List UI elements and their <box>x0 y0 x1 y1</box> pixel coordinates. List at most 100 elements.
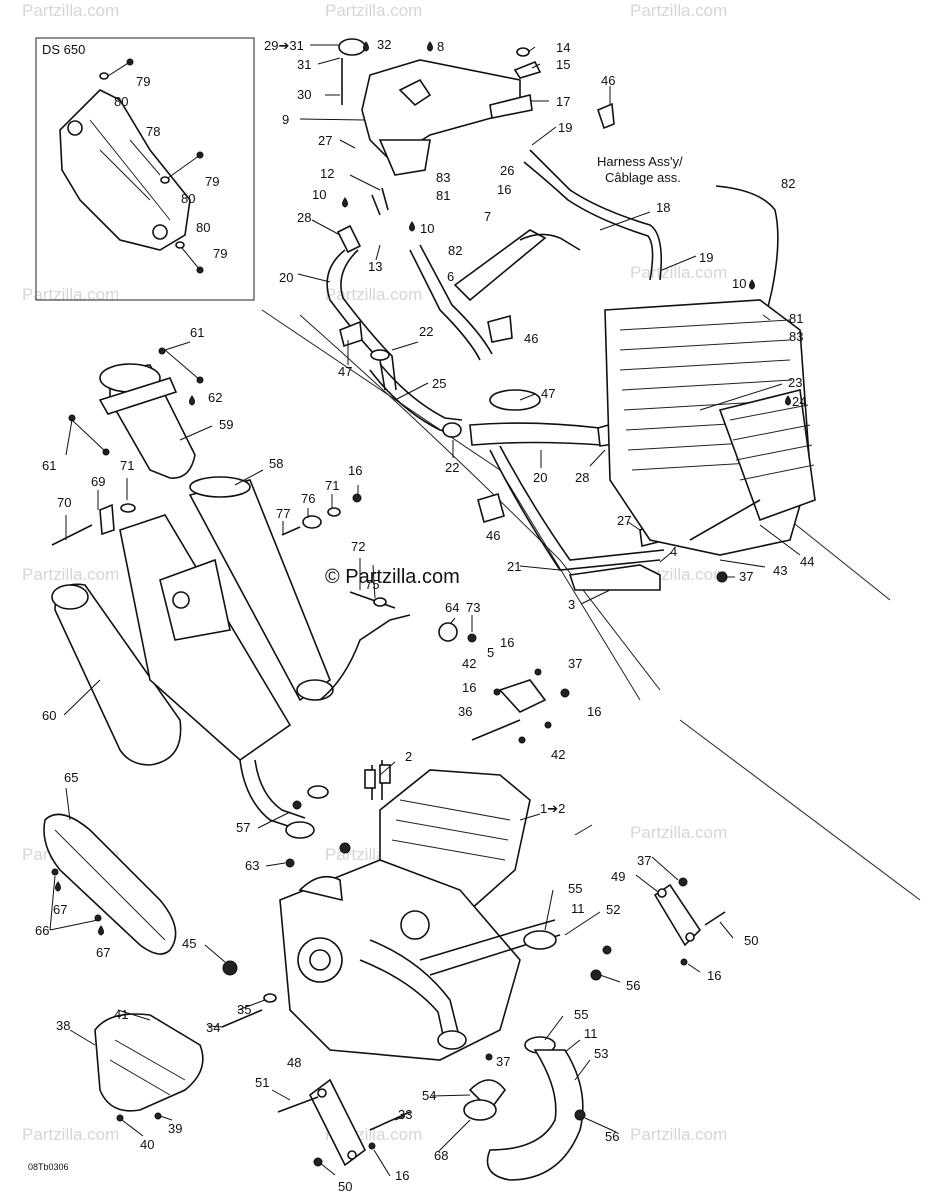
callout-81: 81 <box>436 188 450 203</box>
callout-50: 50 <box>744 933 758 948</box>
spring-tube <box>319 614 411 701</box>
callout-27: 27 <box>318 133 332 148</box>
callout-16: 16 <box>707 968 721 983</box>
drop-icon <box>55 881 61 892</box>
nut-73 <box>467 633 477 643</box>
shield-mount-hole <box>67 120 83 136</box>
screw-66 <box>94 914 102 922</box>
callout-11: 11 <box>584 1026 598 1041</box>
crankcase <box>279 859 521 1061</box>
washer-71 <box>327 507 341 517</box>
callout-7: 7 <box>484 209 491 224</box>
callout-81: 81 <box>789 311 803 326</box>
callout-78: 78 <box>146 124 160 139</box>
spring-56 <box>590 969 602 981</box>
callout-42: 42 <box>551 747 565 762</box>
nut-16 <box>352 493 362 503</box>
callout-19: 19 <box>558 120 572 135</box>
callout-16: 16 <box>500 635 514 650</box>
bracket-hole <box>172 591 190 609</box>
washer-80 <box>160 176 170 184</box>
bracket-plate <box>308 1078 367 1167</box>
leader-lines <box>49 44 801 1177</box>
callout-12: 12 <box>320 166 334 181</box>
overflow-tube-82 <box>715 185 779 321</box>
screw-66 <box>51 868 59 876</box>
rib <box>298 875 343 902</box>
clamp-22 <box>370 349 390 361</box>
drop-symbols <box>55 41 791 936</box>
gasket-55 <box>523 930 557 950</box>
callout-19: 19 <box>699 250 713 265</box>
callout-62: 62 <box>208 390 222 405</box>
washer-35 <box>263 993 277 1003</box>
callout-79: 79 <box>213 246 227 261</box>
callout-1-2: 1➔2 <box>540 801 565 816</box>
watermark: Partzilla.com <box>22 1 119 20</box>
inset-title: DS 650 <box>42 42 85 57</box>
callout-61: 61 <box>42 458 56 473</box>
bushing-77 <box>281 526 301 536</box>
callout-70: 70 <box>57 495 71 510</box>
bolt-70 <box>51 524 93 546</box>
bolt-44 <box>689 499 761 541</box>
callout-51: 51 <box>255 1075 269 1090</box>
callout-44: 44 <box>800 554 814 569</box>
nut-37 <box>678 877 688 887</box>
callout-71: 71 <box>325 478 339 493</box>
callout-14: 14 <box>556 40 570 55</box>
drop-icon <box>342 197 348 208</box>
tie-46 <box>477 492 505 524</box>
hose-mid <box>409 249 481 361</box>
tie-46 <box>597 102 615 130</box>
callout-37: 37 <box>739 569 753 584</box>
filler-neck <box>398 78 432 107</box>
washer-80 <box>175 241 185 249</box>
band-68 <box>463 1099 497 1121</box>
coolant-reservoir-assembly <box>326 38 779 591</box>
header-outlet <box>437 1030 467 1050</box>
callout-39: 39 <box>168 1121 182 1136</box>
thermostat-housing-6 <box>453 229 547 302</box>
callout-10: 10 <box>312 187 326 202</box>
watermark: Partzilla.com <box>630 823 727 842</box>
drop-icon <box>98 925 104 936</box>
callout-33: 33 <box>398 1107 412 1122</box>
watermark: Partzilla.com <box>325 1 422 20</box>
callout-29-31: 29➔31 <box>264 38 304 53</box>
callout-82: 82 <box>781 176 795 191</box>
callout-54: 54 <box>422 1088 436 1103</box>
callout-80: 80 <box>181 191 195 206</box>
callout-82: 82 <box>448 243 462 258</box>
clamp-54 <box>468 1079 507 1112</box>
callout-16: 16 <box>395 1168 409 1183</box>
washer-75 <box>373 597 387 607</box>
spark-plug-body <box>364 769 376 789</box>
bolt-34 <box>221 1009 263 1028</box>
pad-17 <box>489 94 533 119</box>
nut-37 <box>485 1053 493 1061</box>
callout-75: 75 <box>365 577 379 592</box>
callout-labels: 29➔31 31 32 8 14 15 46 30 17 9 19 27 Har… <box>35 37 814 1194</box>
watermark: Partzilla.com <box>22 285 119 304</box>
callout-69: 69 <box>91 474 105 489</box>
bracket-48 <box>277 1078 367 1167</box>
clamp-flange <box>98 377 178 415</box>
reservoir-cap-31 <box>338 38 366 56</box>
screw-40 <box>116 1114 124 1122</box>
watermark: Partzilla.com <box>630 1 727 20</box>
grommet-14 <box>516 47 530 57</box>
outlet-pipe-53 <box>486 945 612 1181</box>
callout-46: 46 <box>601 73 615 88</box>
screw-61 <box>158 347 166 355</box>
bolt-42 <box>518 736 526 744</box>
clamp-47-ring <box>489 389 541 411</box>
temp-sensor-12 <box>371 187 389 216</box>
clamp-22 <box>442 422 462 438</box>
harness-note-fr: Câblage ass. <box>605 170 681 185</box>
callout-20: 20 <box>533 470 547 485</box>
callout-30: 30 <box>297 87 311 102</box>
callout-50: 50 <box>338 1179 352 1194</box>
engine-lower <box>221 668 570 1150</box>
